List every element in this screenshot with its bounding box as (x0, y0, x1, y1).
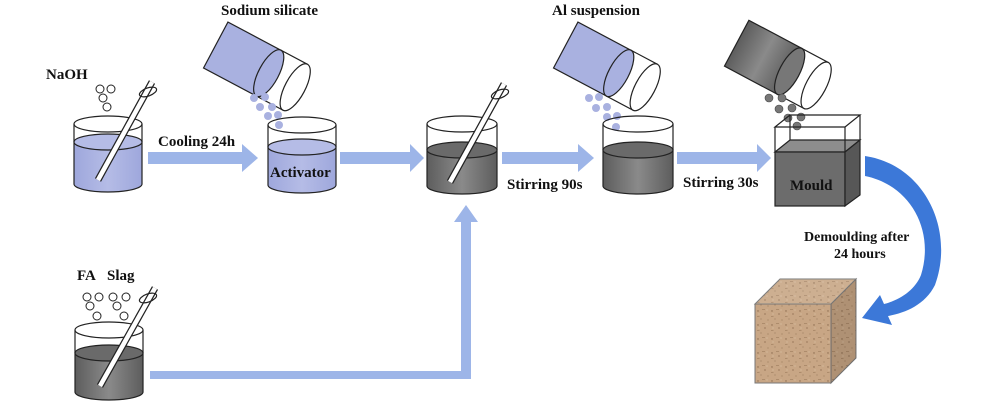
demoulding-label-line1: Demoulding after (804, 230, 909, 245)
sodium-silicate-bottle (202, 21, 311, 112)
mould (773, 114, 862, 208)
curved-arrow-demoulding (862, 156, 942, 325)
stirring-30s-label: Stirring 30s (683, 175, 759, 191)
foamed-specimen-cube (753, 277, 858, 385)
arrow-activator-to-mixing (340, 144, 424, 172)
naoh-label: NaOH (46, 67, 88, 83)
sodium-silicate-drops-icon (250, 93, 283, 129)
activator-beaker (267, 116, 337, 194)
stirring-rod-icon (94, 80, 158, 182)
sodium-silicate-label: Sodium silicate (221, 3, 318, 19)
arrow-mixing-to-al (502, 144, 594, 172)
fa-label: FA (77, 268, 96, 284)
stirring-90s-label: Stirring 90s (507, 177, 583, 193)
fa-slag-particles-icon (82, 292, 131, 321)
naoh-pellets-icon (95, 84, 116, 112)
arrow-al-to-mould (677, 144, 771, 172)
arrow-fa-slag-to-mixing (150, 205, 478, 379)
fa-slag-beaker (74, 286, 159, 401)
naoh-beaker (73, 80, 158, 193)
stirring-rod-icon (96, 286, 159, 388)
mould-label: Mould (790, 178, 833, 194)
al-beaker (602, 115, 674, 195)
demoulding-label-line2: 24 hours (834, 247, 886, 262)
slurry-bottle (723, 19, 832, 110)
cooling-label: Cooling 24h (158, 134, 236, 150)
al-drops-icon (585, 93, 621, 131)
al-suspension-bottle (552, 21, 661, 112)
mixing-beaker (426, 82, 510, 195)
activator-label: Activator (270, 165, 331, 181)
stirring-rod-icon (446, 82, 510, 184)
al-suspension-label: Al suspension (552, 3, 641, 19)
slag-label: Slag (107, 268, 135, 284)
arrow-naoh-to-activator (148, 144, 258, 172)
